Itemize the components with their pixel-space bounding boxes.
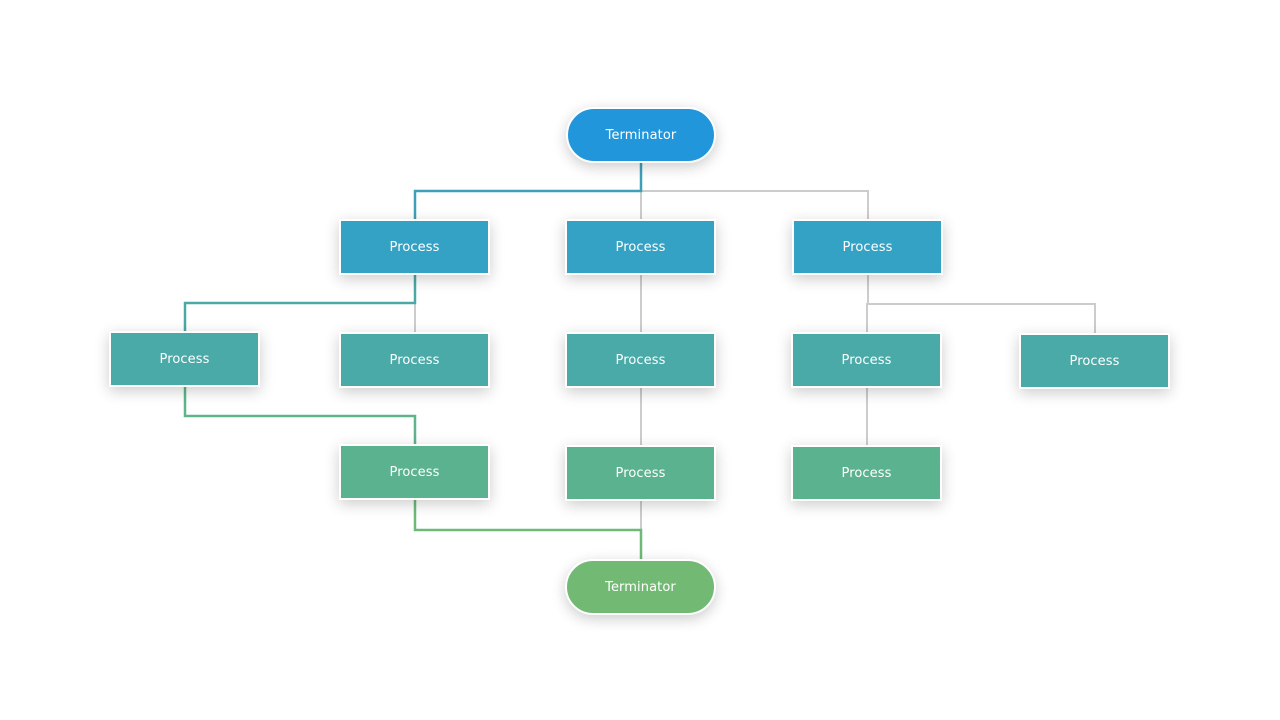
highlighted-path-line: [413, 163, 643, 219]
process-box-row2-5: Process: [1019, 333, 1170, 389]
process-box-row1-right: Process: [792, 219, 943, 275]
process-box-row2-4: Process: [791, 332, 942, 388]
process-box-row3-center: Process: [565, 445, 716, 501]
connector-line: [867, 275, 1096, 333]
process-box-row2-2: Process: [339, 332, 490, 388]
process-box-row1-center: Process: [565, 219, 716, 275]
highlighted-path-line: [413, 500, 643, 559]
process-box-row2-1: Process: [109, 331, 260, 387]
terminator-start: Terminator: [566, 107, 716, 163]
process-box-row2-3: Process: [565, 332, 716, 388]
process-box-row3-right: Process: [791, 445, 942, 501]
process-box-row1-left: Process: [339, 219, 490, 275]
terminator-end: Terminator: [565, 559, 716, 615]
process-box-row3-left: Process: [339, 444, 490, 500]
connector-line: [640, 163, 869, 219]
highlighted-path-line: [183, 387, 417, 444]
highlighted-path-line: [183, 275, 417, 331]
